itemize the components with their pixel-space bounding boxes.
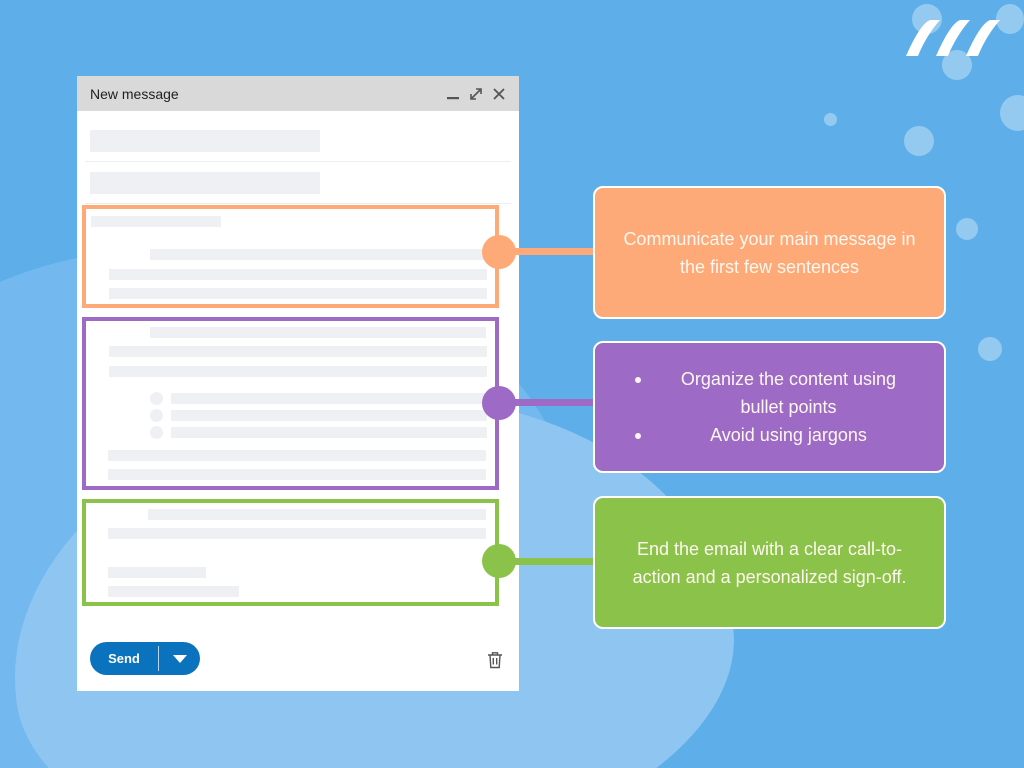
window-titlebar: New message — [77, 76, 519, 111]
intro-section — [82, 205, 499, 308]
send-divider — [158, 646, 159, 671]
decor-dot — [904, 126, 934, 156]
placeholder-line — [108, 450, 486, 461]
callout-closing: End the email with a clear call-to-actio… — [593, 496, 946, 629]
callout-body-item-text: Organize the content using bullet points — [680, 369, 897, 417]
caret-down-icon — [172, 654, 187, 663]
brand-logo-icon — [906, 20, 1000, 56]
decor-dot — [1000, 95, 1024, 131]
placeholder-bullet — [150, 409, 163, 422]
bullet-icon — [635, 433, 641, 439]
closing-connector-knob — [482, 544, 516, 578]
body-connector-knob — [482, 386, 516, 420]
body-section — [82, 317, 499, 490]
send-button[interactable]: Send — [108, 651, 140, 666]
window-title: New message — [90, 85, 179, 102]
subject-field[interactable] — [90, 172, 320, 194]
send-options-button[interactable] — [159, 654, 200, 663]
placeholder-line — [171, 410, 487, 421]
divider — [85, 161, 511, 162]
placeholder-line — [108, 586, 239, 597]
send-button-group: Send — [90, 642, 200, 675]
placeholder-line — [171, 427, 487, 438]
window-controls — [445, 86, 507, 102]
closing-section — [82, 499, 499, 606]
callout-closing-text: End the email with a clear call-to-actio… — [632, 538, 907, 587]
placeholder-line — [108, 567, 206, 578]
intro-connector-knob — [482, 235, 516, 269]
body-connector-line — [511, 399, 593, 406]
placeholder-line — [109, 366, 487, 377]
placeholder-line — [150, 249, 486, 260]
placeholder-line — [91, 216, 221, 227]
placeholder-line — [109, 346, 487, 357]
intro-connector-line — [511, 248, 593, 255]
placeholder-bullet — [150, 426, 163, 439]
decor-dot — [996, 4, 1024, 34]
callout-body: Organize the content using bullet points… — [593, 341, 946, 473]
placeholder-line — [109, 269, 487, 280]
placeholder-line — [108, 528, 486, 539]
callout-body-item: Organize the content using bullet points — [615, 365, 924, 421]
decor-dot — [824, 113, 837, 126]
decor-dot — [978, 337, 1002, 361]
callout-body-item: Avoid using jargons — [615, 421, 924, 449]
placeholder-line — [108, 469, 486, 480]
bullet-icon — [635, 377, 641, 383]
trash-icon[interactable] — [487, 651, 503, 669]
placeholder-line — [171, 393, 487, 404]
placeholder-bullet — [150, 392, 163, 405]
close-icon[interactable] — [491, 86, 507, 102]
decor-dot — [956, 218, 978, 240]
placeholder-line — [109, 288, 487, 299]
closing-connector-line — [511, 558, 593, 565]
placeholder-line — [150, 327, 486, 338]
recipients-field[interactable] — [90, 130, 320, 152]
callout-intro: Communicate your main message in the fir… — [593, 186, 946, 319]
expand-icon[interactable] — [468, 86, 484, 102]
callout-body-item-text: Avoid using jargons — [710, 425, 867, 445]
minimize-icon[interactable] — [445, 86, 461, 102]
callout-intro-text: Communicate your main message in the fir… — [623, 228, 916, 277]
compose-window: New message — [77, 76, 593, 691]
callout-body-list: Organize the content using bullet points… — [615, 365, 924, 449]
placeholder-line — [148, 509, 486, 520]
divider — [85, 203, 511, 204]
